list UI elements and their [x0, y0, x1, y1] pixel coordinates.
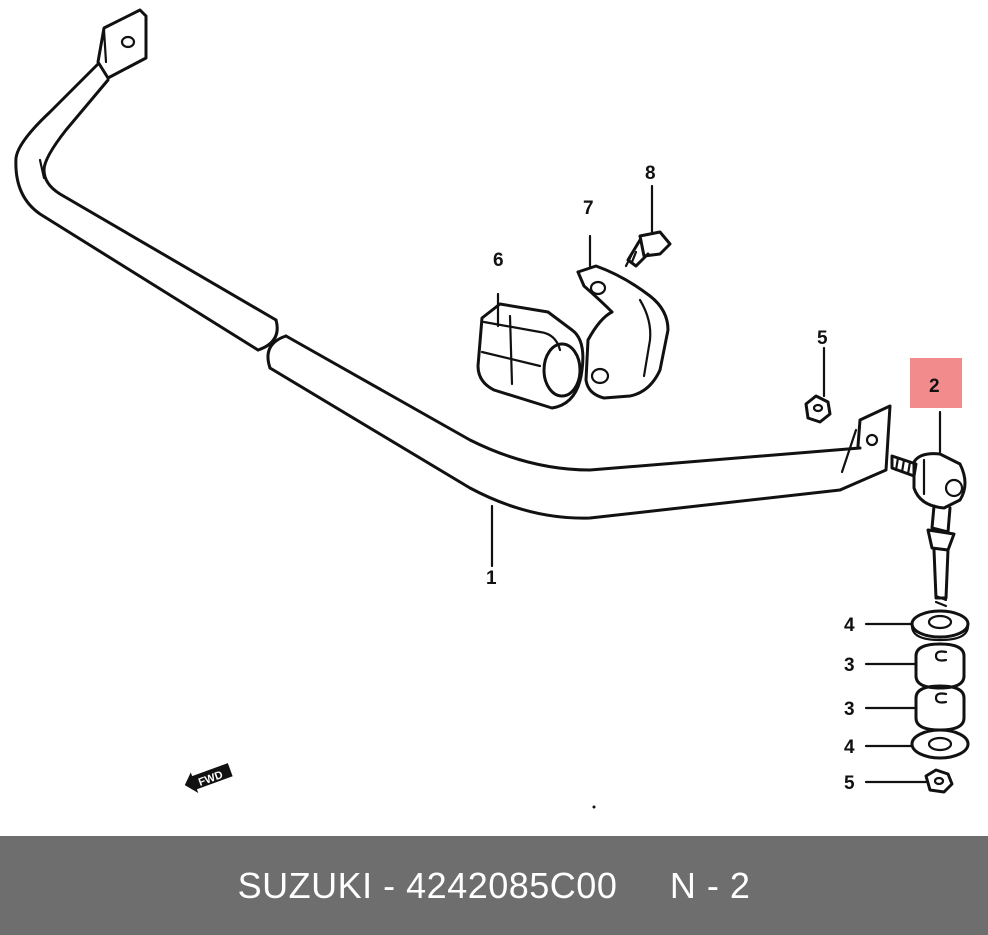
- cushion-lower: [914, 684, 966, 732]
- label-part-3b: 3: [844, 699, 855, 720]
- bracket-bolt: [624, 184, 672, 268]
- label-part-8: 8: [645, 163, 656, 184]
- washer-top: [910, 609, 970, 642]
- highlight-box: [910, 358, 962, 408]
- part-number-caption: SUZUKI - 4242085C00 N - 2: [237, 864, 751, 906]
- stray-dot: [592, 805, 596, 809]
- parts-diagram: FWD 1 2 3 3 4 4 5 5 6 7 8: [14, 8, 970, 809]
- bushing-bracket: [576, 234, 670, 400]
- bushing: [476, 292, 585, 410]
- label-part-4b: 4: [844, 737, 855, 758]
- label-part-2: 2: [929, 376, 940, 397]
- diagram-svg: FWD 1 2 3 3 4 4 5 5 6 7 8: [14, 8, 970, 809]
- fwd-label: FWD: [197, 769, 225, 789]
- nut-top: [804, 346, 832, 424]
- washer-bottom: [910, 728, 970, 760]
- cushion-upper: [914, 642, 966, 690]
- label-part-4a: 4: [844, 615, 855, 636]
- footer-bar: SUZUKI - 4242085C00 N - 2: [0, 836, 988, 935]
- label-part-7: 7: [583, 198, 594, 219]
- label-part-3a: 3: [844, 655, 855, 676]
- label-part-1: 1: [486, 568, 497, 589]
- stabilizer-bar: [14, 8, 892, 568]
- fwd-arrow-icon: FWD: [184, 763, 233, 794]
- stabilizer-link: [890, 358, 967, 608]
- nut-bottom: [924, 768, 954, 794]
- label-part-5b: 5: [844, 773, 855, 794]
- label-part-6: 6: [493, 250, 504, 271]
- label-part-5a: 5: [817, 328, 828, 349]
